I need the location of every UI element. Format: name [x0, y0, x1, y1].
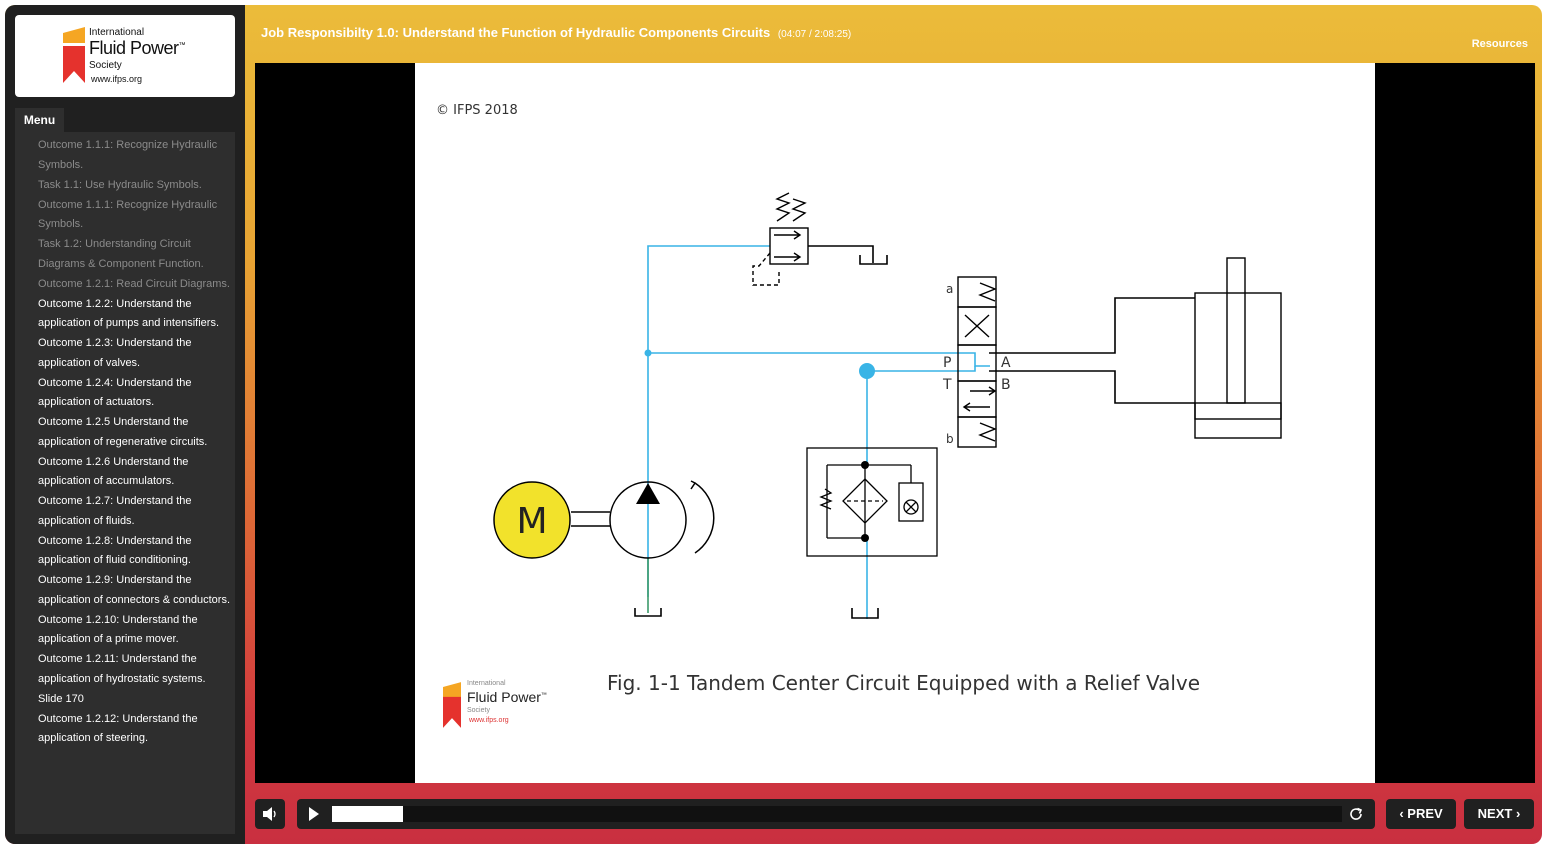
menu-item[interactable]: Outcome 1.2.5 Understand the application…	[38, 416, 208, 448]
menu-item[interactable]: Outcome 1.2.12: Understand the applicati…	[38, 712, 198, 745]
slide-ifps-logo: International Fluid Power™ Society www.i…	[443, 680, 573, 732]
next-button[interactable]: NEXT ›	[1464, 799, 1534, 829]
slide-logo-main: Fluid Power™	[467, 689, 547, 705]
motor-symbol	[493, 481, 571, 559]
menu-item[interactable]: Slide 170	[38, 692, 84, 705]
ifps-logo-mark	[63, 27, 85, 83]
sidebar: International Fluid Power™ Society www.i…	[5, 5, 245, 844]
lesson-title-text: Job Responsibilty 1.0: Understand the Fu…	[261, 25, 771, 40]
slide-copyright: © IFPS 2018	[436, 103, 518, 118]
slide-logo-intl: International	[467, 680, 506, 687]
prev-label: PREV	[1407, 806, 1443, 821]
progress-track[interactable]	[332, 806, 1342, 822]
logo-text-url: www.ifps.org	[91, 74, 143, 84]
menu-item[interactable]: Outcome 1.2.2: Understand the applicatio…	[38, 297, 219, 330]
menu-tab[interactable]: Menu	[15, 108, 64, 132]
slide-logo-url: www.ifps.org	[469, 717, 509, 724]
menu-item[interactable]: Outcome 1.2.8: Understand the applicatio…	[38, 534, 192, 567]
menu-item[interactable]: Outcome 1.2.4: Understand the applicatio…	[38, 376, 192, 409]
menu-item[interactable]: Outcome 1.2.3: Understand the applicatio…	[38, 337, 192, 369]
menu-item[interactable]: Outcome 1.2.6 Understand the application…	[38, 455, 189, 488]
port-a-label: a	[946, 282, 953, 296]
progress-fill	[332, 806, 403, 822]
player-frame: International Fluid Power™ Society www.i…	[5, 5, 1542, 844]
prev-button[interactable]: ‹ PREV	[1386, 799, 1456, 829]
menu-list: Outcome 1.1.1: Recognize Hydraulic Symbo…	[15, 132, 235, 834]
chevron-left-icon: ‹	[1399, 806, 1404, 821]
pump-symbol	[571, 480, 715, 559]
logo-text-main: Fluid Power™	[89, 38, 186, 58]
volume-button[interactable]	[255, 799, 285, 829]
volume-icon	[263, 807, 276, 821]
filter-assembly-symbol	[806, 447, 938, 557]
playback-bar	[297, 799, 1375, 829]
menu-item[interactable]: Outcome 1.2.11: Understand the applicati…	[38, 653, 206, 685]
menu-item[interactable]: Outcome 1.1.1: Recognize Hydraulic Symbo…	[38, 198, 218, 231]
hydraulic-circuit-diagram: a b P T A B	[493, 192, 1282, 619]
logo-text-intl: International	[89, 27, 145, 38]
resources-link[interactable]: Resources	[1471, 38, 1528, 50]
menu-item[interactable]: Outcome 1.2.7: Understand the applicatio…	[38, 495, 192, 527]
menu-item[interactable]: Task 1.2: Understanding Circuit Diagrams…	[38, 238, 204, 270]
motor-label: M	[516, 501, 547, 542]
pump-arrow	[636, 483, 660, 504]
menu-item[interactable]: Outcome 1.2.9: Understand the applicatio…	[38, 574, 231, 606]
chevron-right-icon: ›	[1515, 806, 1521, 821]
slide: © IFPS 2018	[415, 63, 1375, 783]
port-p-label: P	[943, 355, 951, 371]
menu-item[interactable]: Outcome 1.2.10: Understand the applicati…	[38, 613, 198, 646]
menu-items: Outcome 1.1.1: Recognize Hydraulic Symbo…	[15, 132, 235, 749]
filter-node-bottom	[861, 534, 869, 542]
next-label: NEXT	[1477, 806, 1513, 821]
lesson-title: Job Responsibilty 1.0: Understand the Fu…	[261, 25, 851, 40]
directional-valve-symbol	[957, 276, 997, 448]
cursor-highlight	[859, 363, 875, 379]
menu-item[interactable]: Outcome 1.1.1: Recognize Hydraulic Symbo…	[38, 139, 218, 171]
replay-icon[interactable]	[1347, 805, 1365, 823]
line-junction	[644, 349, 652, 357]
cylinder-symbol	[1194, 257, 1282, 439]
port-A-label: A	[1001, 355, 1011, 371]
logo-text-society: Society	[89, 60, 122, 71]
relief-valve-symbol	[752, 192, 809, 286]
play-icon[interactable]	[309, 807, 319, 821]
filter-node-top	[861, 461, 869, 469]
slide-caption: Fig. 1-1 Tandem Center Circuit Equipped …	[607, 671, 1201, 695]
ifps-logo: International Fluid Power™ Society www.i…	[15, 15, 235, 97]
menu-item[interactable]: Task 1.1: Use Hydraulic Symbols.	[38, 178, 202, 191]
slide-logo-society: Society	[467, 707, 490, 714]
lesson-time: (04:07 / 2:08:25)	[777, 29, 852, 40]
menu-item[interactable]: Outcome 1.2.1: Read Circuit Diagrams.	[38, 277, 230, 290]
slide-stage: © IFPS 2018	[255, 63, 1535, 783]
slide-logo-mark	[443, 682, 461, 728]
circuit-lines	[647, 245, 990, 619]
port-t-label: T	[942, 377, 952, 393]
port-b-label: b	[946, 432, 954, 446]
port-B-label: B	[1001, 377, 1011, 393]
